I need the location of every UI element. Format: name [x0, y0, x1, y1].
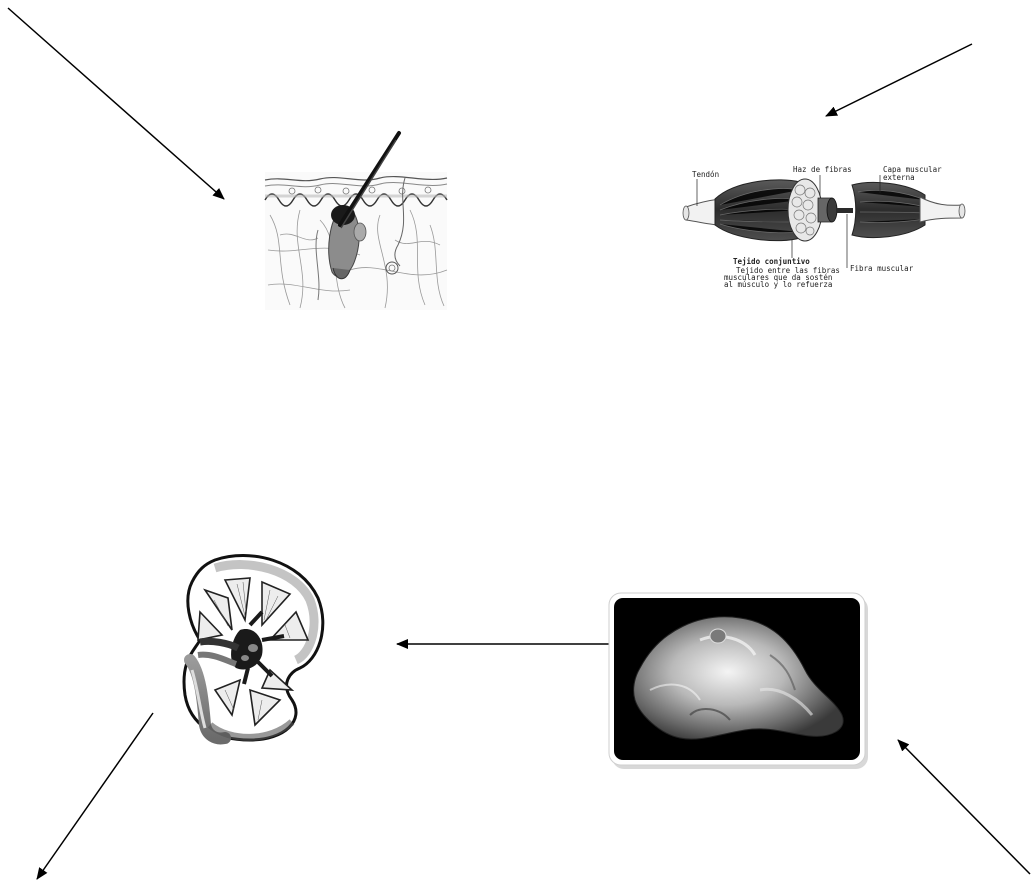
- arrow-to-skin: [8, 8, 224, 199]
- label-connective-desc-3: al músculo y lo refuerza: [724, 280, 832, 289]
- kidney-cross-section-icon: [184, 556, 323, 740]
- muscle-structure-icon: Tendón Haz de fibras Capa muscular exter…: [683, 165, 965, 289]
- arrow-to-muscle: [826, 44, 972, 116]
- liver-organ-icon: [609, 593, 868, 769]
- label-connective-tissue: Tejido conjuntivo: [733, 257, 810, 266]
- label-outer-layer-2: externa: [883, 173, 915, 182]
- arrow-from-kidney: [37, 713, 153, 879]
- label-tendon: Tendón: [692, 170, 719, 179]
- arrow-to-organ: [898, 740, 1030, 874]
- skin-hair-follicle-icon: [265, 133, 447, 310]
- label-fiber-bundle: Haz de fibras: [793, 165, 852, 174]
- label-muscle-fiber: Fibra muscular: [850, 264, 914, 273]
